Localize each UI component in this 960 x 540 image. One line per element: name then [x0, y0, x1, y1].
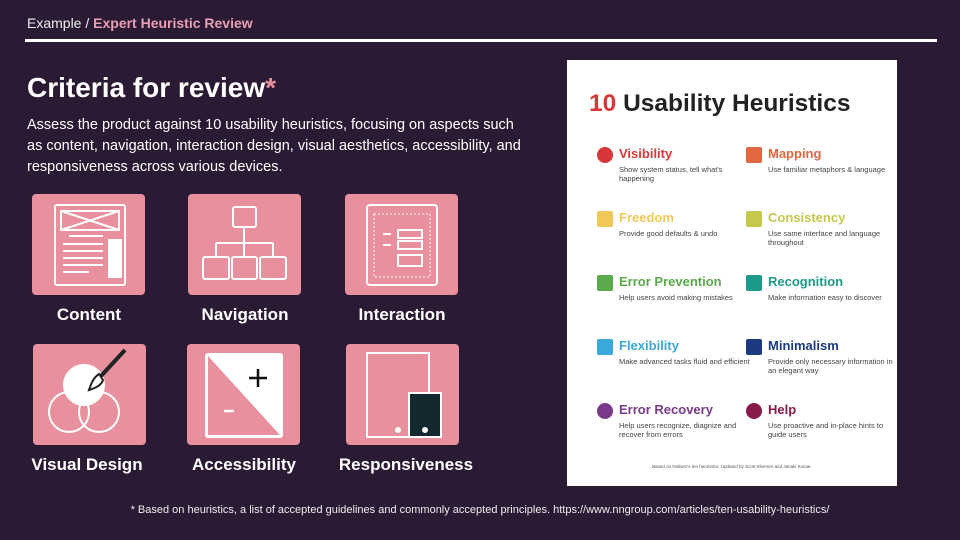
- visual-design-tile: [33, 344, 146, 445]
- navigation-tile: [188, 194, 301, 295]
- bracket-icon: [746, 211, 762, 227]
- heuristic-title: Recognition: [768, 274, 844, 289]
- breadcrumb-parent: Example /: [27, 15, 90, 31]
- hand-icon: [597, 211, 613, 227]
- poster-number: 10: [589, 90, 617, 117]
- footnote: * Based on heuristics, a list of accepte…: [130, 504, 830, 516]
- heuristic-desc: Use familiar metaphors & language: [768, 165, 886, 174]
- criteria-label: Content: [56, 305, 122, 324]
- heuristic-title: Freedom: [619, 210, 674, 225]
- document-icon: [54, 204, 126, 286]
- capsule-icon: [597, 403, 613, 419]
- network-icon: [746, 147, 762, 163]
- question-icon: [746, 403, 762, 419]
- criteria-label: Responsiveness: [338, 455, 474, 474]
- heuristic-desc: Use same interface and language througho…: [768, 229, 881, 247]
- interaction-tile: [345, 194, 458, 295]
- heuristic-title: Help: [768, 402, 797, 417]
- intro-text: Assess the product against 10 usability …: [27, 117, 521, 175]
- accessibility-tile: [187, 344, 300, 445]
- heuristic-title: Mapping: [768, 146, 822, 161]
- page-title: Criteria for review*: [27, 72, 276, 104]
- heuristic-title: Minimalism: [768, 338, 839, 353]
- criteria-label: Visual Design: [31, 455, 143, 474]
- breadcrumb-current: Expert Heuristic Review: [93, 15, 253, 31]
- eye-icon: [597, 147, 613, 163]
- sitemap-icon: [202, 206, 287, 280]
- heuristic-desc: Make information easy to discover: [768, 293, 882, 302]
- heuristic-desc: Help users recognize, diagnize and recov…: [619, 421, 737, 439]
- criteria-label: Navigation: [201, 305, 289, 324]
- devices-icon: [366, 352, 442, 438]
- heuristic-title: Error Prevention: [619, 274, 722, 289]
- poster-footer: Based on Nielsen's ten heuristics. Updat…: [652, 464, 812, 469]
- divider: [25, 39, 937, 42]
- heuristic-desc: Use proactive and in-place hints to guid…: [768, 421, 884, 439]
- heuristic-title: Flexibility: [619, 338, 679, 353]
- shuffle-icon: [597, 339, 613, 355]
- poster-title-text: Usability Heuristics: [623, 90, 851, 117]
- warning-icon: [597, 275, 613, 291]
- paint-brush-icon: [48, 348, 127, 433]
- heuristic-desc: Show system status, tell what's happenin…: [619, 165, 723, 183]
- breadcrumb: Example / Expert Heuristic Review: [27, 15, 253, 31]
- poster-title: 10 Usability Heuristics: [589, 90, 850, 118]
- criteria-label: Interaction: [358, 305, 446, 324]
- heuristic-desc: Provide only necessary information in an…: [768, 357, 893, 375]
- content-tile: [32, 194, 145, 295]
- heuristic-desc: Make advanced tasks fluid and efficient: [619, 357, 750, 366]
- book-icon: [746, 275, 762, 291]
- heuristic-title: Consistency: [768, 210, 846, 225]
- rectangle-icon: [746, 339, 762, 355]
- heuristic-title: Error Recovery: [619, 402, 713, 417]
- criteria-label: Accessibility: [192, 455, 296, 474]
- heuristic-title: Visibility: [619, 146, 673, 161]
- asterisk: *: [265, 72, 277, 103]
- contrast-icon: [205, 353, 283, 438]
- responsiveness-tile: [346, 344, 459, 445]
- heuristic-desc: Help users avoid making mistakes: [619, 293, 733, 302]
- title-text: Criteria for review: [27, 72, 266, 103]
- form-icon: [366, 204, 438, 286]
- heuristic-desc: Provide good defaults & undo: [619, 229, 718, 238]
